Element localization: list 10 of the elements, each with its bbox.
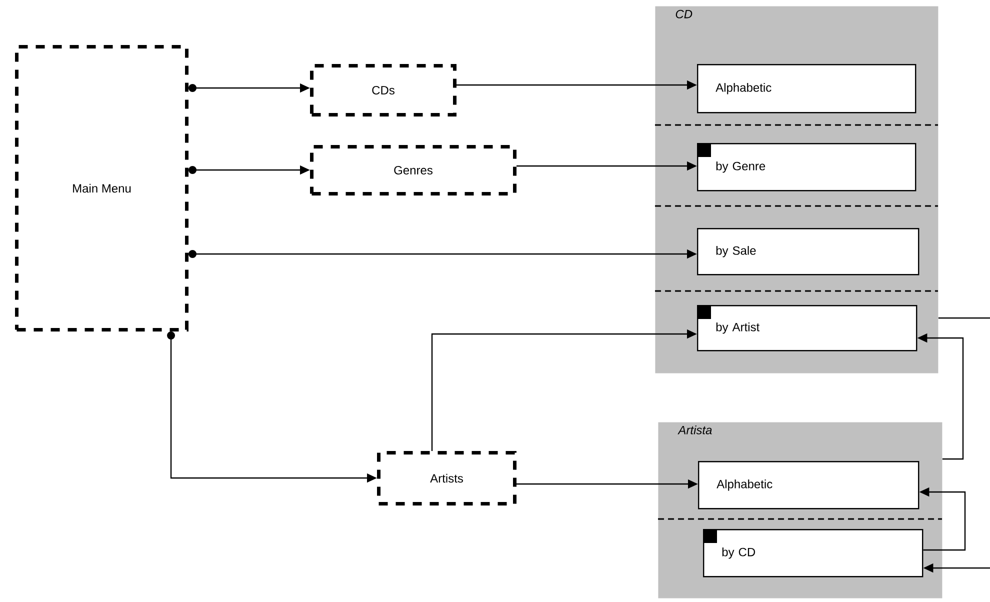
screen-box: Alphabetic — [697, 64, 916, 114]
screen-box: by Artist — [697, 305, 918, 352]
menu-box: CDs — [310, 64, 456, 116]
screen-box: by Genre — [697, 143, 916, 192]
menu-box: Artists — [377, 451, 516, 506]
menu-box: Genres — [310, 145, 516, 196]
screen-box: by Sale — [697, 228, 920, 276]
menu-box: Main Menu — [15, 45, 188, 332]
screen-box: Alphabetic — [698, 460, 920, 510]
screen-box: by CD — [703, 529, 924, 578]
